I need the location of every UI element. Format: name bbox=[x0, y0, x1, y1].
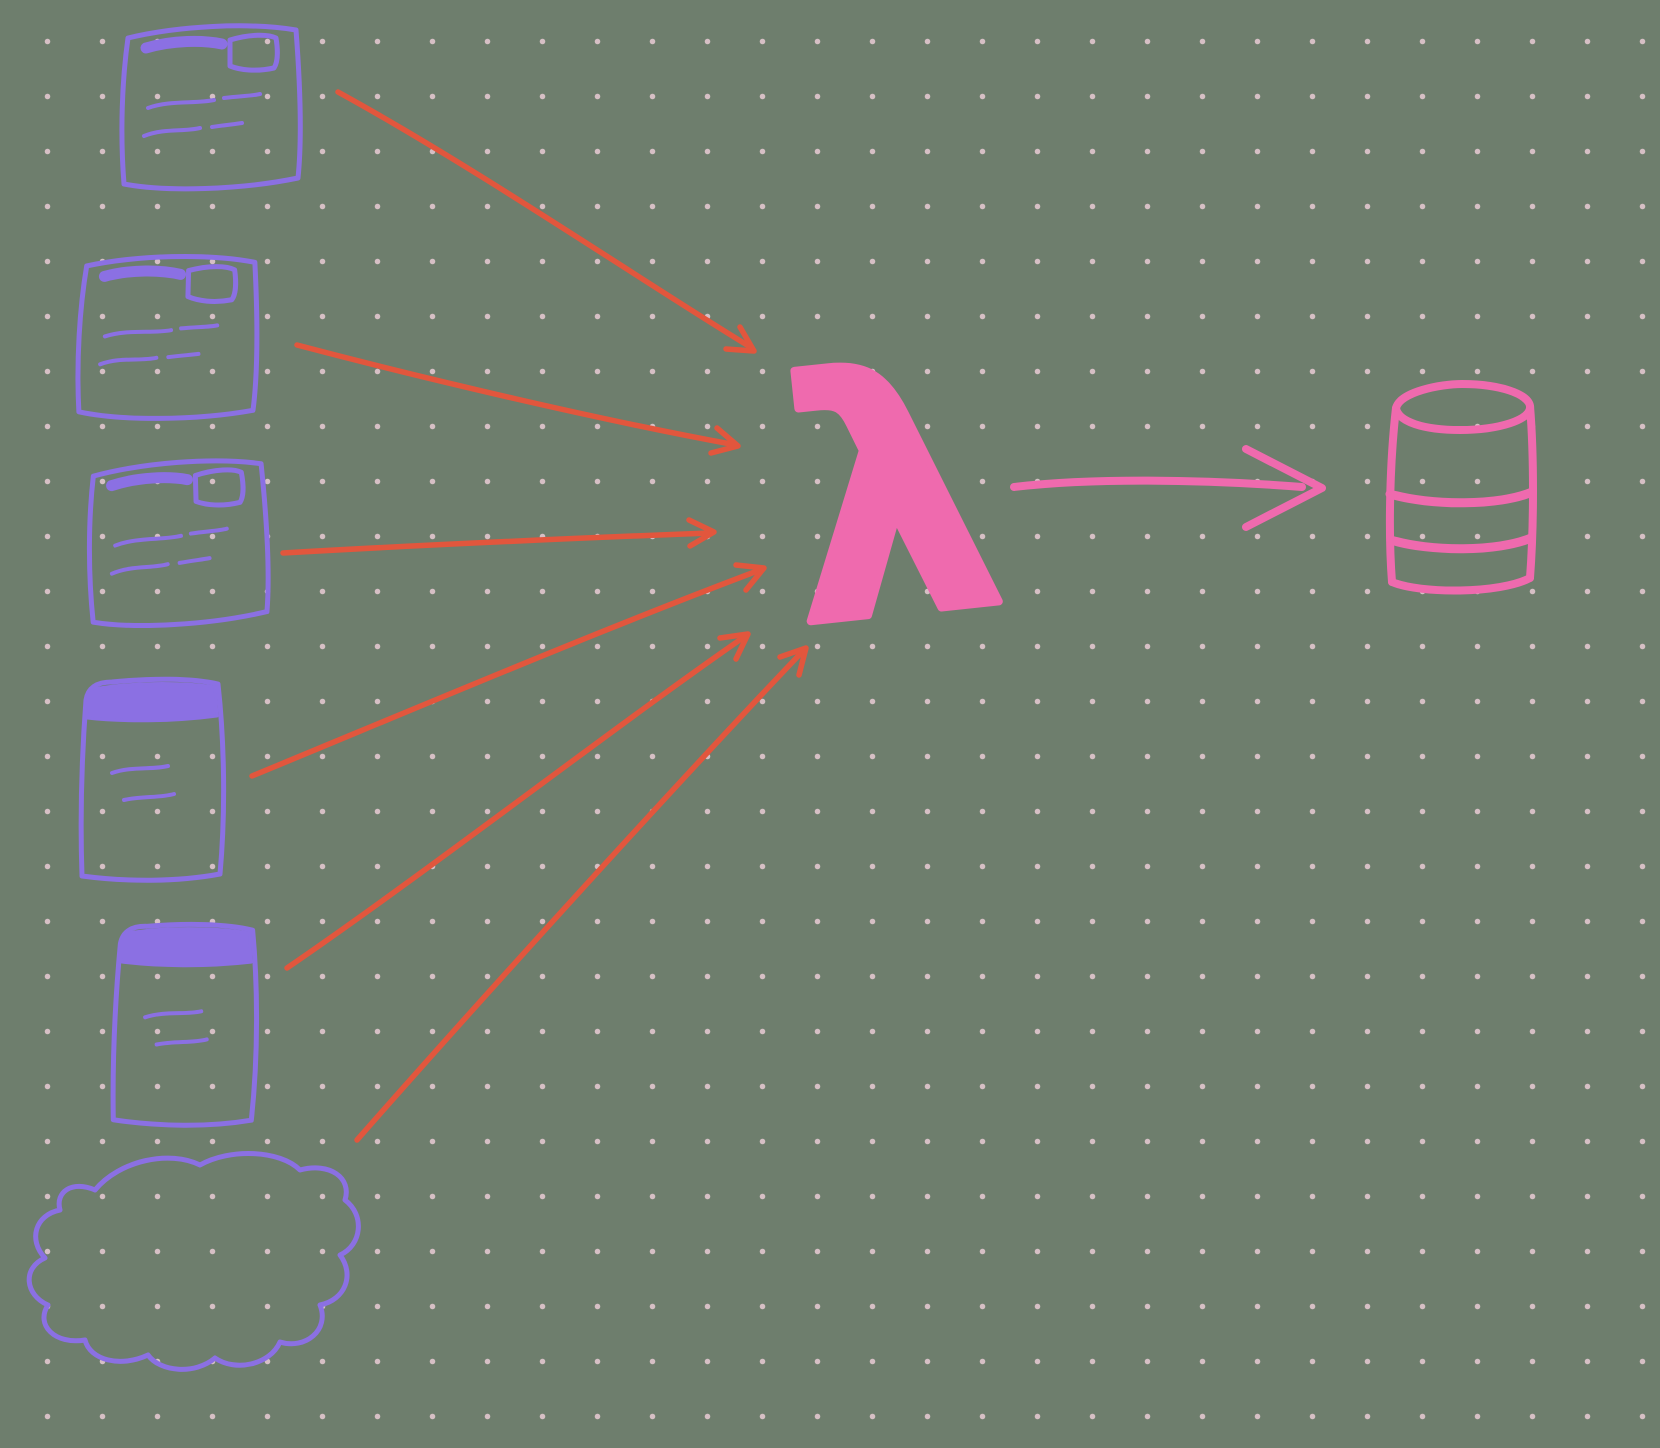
flow-arrow-4 bbox=[249, 562, 767, 779]
arrowhead-icon bbox=[686, 517, 717, 549]
database-top-ellipse bbox=[1392, 380, 1534, 434]
source-cloud bbox=[26, 1151, 361, 1372]
database-band-2 bbox=[1386, 533, 1536, 554]
database-band-1 bbox=[1385, 487, 1537, 508]
database bbox=[1385, 380, 1537, 595]
database-bottom bbox=[1388, 574, 1534, 595]
flow-arrow-6 bbox=[354, 645, 809, 1143]
lambda-function: λ bbox=[765, 292, 1021, 704]
flow-arrow-2 bbox=[294, 342, 741, 456]
source-note-1 bbox=[81, 679, 223, 880]
output-arrow bbox=[1010, 445, 1326, 531]
flow-arrow-3 bbox=[280, 517, 717, 556]
flow-arrow-1 bbox=[335, 89, 757, 354]
source-document-2 bbox=[77, 254, 259, 422]
arrowhead-icon bbox=[717, 631, 751, 662]
arrowhead-icon bbox=[1242, 445, 1326, 531]
arrowhead-icon bbox=[723, 324, 757, 354]
source-document-3 bbox=[87, 459, 269, 627]
arrowhead-icon bbox=[708, 425, 741, 456]
source-note-2 bbox=[112, 923, 258, 1127]
flow-arrow-5 bbox=[284, 631, 751, 971]
lambda-symbol: λ bbox=[769, 296, 1017, 700]
arrowhead-icon bbox=[733, 562, 767, 593]
cloud-outline bbox=[26, 1151, 361, 1372]
source-document-1 bbox=[122, 26, 300, 189]
arrowhead-icon bbox=[777, 645, 809, 678]
